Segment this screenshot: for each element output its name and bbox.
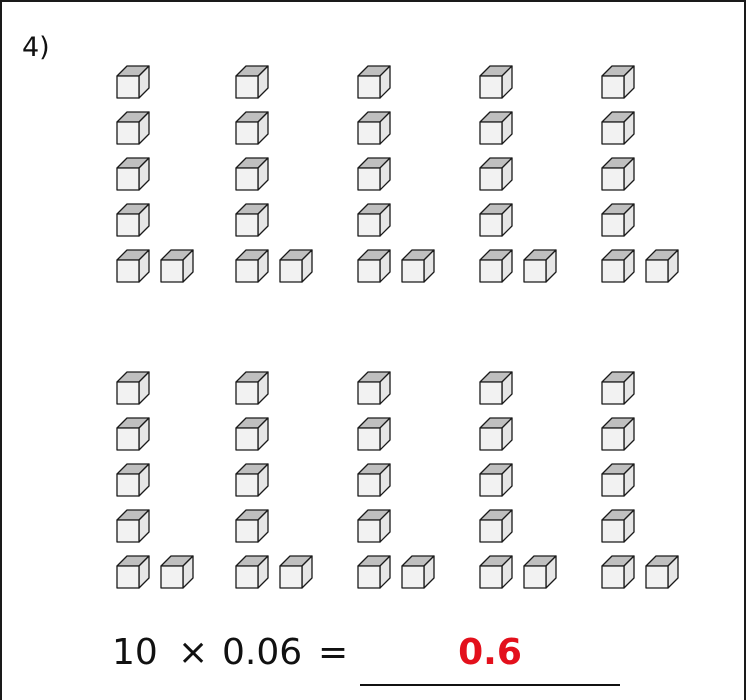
unit-cube-icon bbox=[357, 203, 391, 237]
factor-b: 0.06 bbox=[222, 632, 303, 673]
unit-cube-icon bbox=[479, 65, 513, 99]
unit-cube-icon bbox=[160, 249, 194, 283]
answer-value: 0.6 bbox=[458, 632, 522, 673]
unit-cube-icon bbox=[116, 417, 150, 451]
unit-cube-icon bbox=[601, 249, 635, 283]
unit-cube-icon bbox=[235, 371, 269, 405]
unit-cube-icon bbox=[601, 65, 635, 99]
unit-cube-icon bbox=[601, 111, 635, 145]
unit-cube-icon bbox=[601, 203, 635, 237]
unit-cube-icon bbox=[357, 371, 391, 405]
unit-cube-icon bbox=[357, 463, 391, 497]
unit-cube-icon bbox=[235, 111, 269, 145]
unit-cube-icon bbox=[116, 249, 150, 283]
unit-cube-icon bbox=[523, 249, 557, 283]
answer-line bbox=[360, 684, 620, 686]
unit-cube-icon bbox=[401, 249, 435, 283]
unit-cube-icon bbox=[479, 249, 513, 283]
unit-cube-icon bbox=[235, 417, 269, 451]
unit-cube-icon bbox=[479, 157, 513, 191]
unit-cube-icon bbox=[357, 157, 391, 191]
unit-cube-icon bbox=[645, 555, 679, 589]
unit-cube-icon bbox=[279, 249, 313, 283]
unit-cube-icon bbox=[160, 555, 194, 589]
unit-cube-icon bbox=[357, 555, 391, 589]
unit-cube-icon bbox=[235, 65, 269, 99]
factor-a: 10 bbox=[112, 632, 158, 673]
unit-cube-icon bbox=[479, 111, 513, 145]
unit-cube-icon bbox=[479, 371, 513, 405]
unit-cube-icon bbox=[235, 203, 269, 237]
unit-cube-icon bbox=[601, 417, 635, 451]
unit-cube-icon bbox=[645, 249, 679, 283]
unit-cube-icon bbox=[235, 157, 269, 191]
unit-cube-icon bbox=[357, 65, 391, 99]
unit-cube-icon bbox=[601, 157, 635, 191]
unit-cube-icon bbox=[116, 65, 150, 99]
unit-cube-icon bbox=[116, 463, 150, 497]
unit-cube-icon bbox=[116, 371, 150, 405]
unit-cube-icon bbox=[116, 203, 150, 237]
base-ten-cube-model bbox=[116, 65, 679, 589]
unit-cube-icon bbox=[357, 509, 391, 543]
unit-cube-icon bbox=[235, 555, 269, 589]
unit-cube-icon bbox=[479, 203, 513, 237]
unit-cube-icon bbox=[401, 555, 435, 589]
unit-cube-icon bbox=[479, 417, 513, 451]
unit-cube-icon bbox=[116, 111, 150, 145]
unit-cube-icon bbox=[116, 157, 150, 191]
unit-cube-icon bbox=[479, 463, 513, 497]
unit-cube-icon bbox=[601, 509, 635, 543]
unit-cube-icon bbox=[235, 509, 269, 543]
unit-cube-icon bbox=[235, 249, 269, 283]
unit-cube-icon bbox=[601, 371, 635, 405]
multiply-operator: × bbox=[178, 632, 209, 673]
unit-cube-icon bbox=[357, 111, 391, 145]
unit-cube-icon bbox=[116, 555, 150, 589]
unit-cube-icon bbox=[357, 249, 391, 283]
question-number: 4) bbox=[22, 32, 50, 63]
unit-cube-icon bbox=[523, 555, 557, 589]
unit-cube-icon bbox=[479, 509, 513, 543]
unit-cube-icon bbox=[479, 555, 513, 589]
unit-cube-icon bbox=[116, 509, 150, 543]
unit-cube-icon bbox=[279, 555, 313, 589]
unit-cube-icon bbox=[235, 463, 269, 497]
unit-cube-icon bbox=[357, 417, 391, 451]
equals-sign: = bbox=[318, 632, 349, 673]
unit-cube-icon bbox=[601, 463, 635, 497]
unit-cube-icon bbox=[601, 555, 635, 589]
